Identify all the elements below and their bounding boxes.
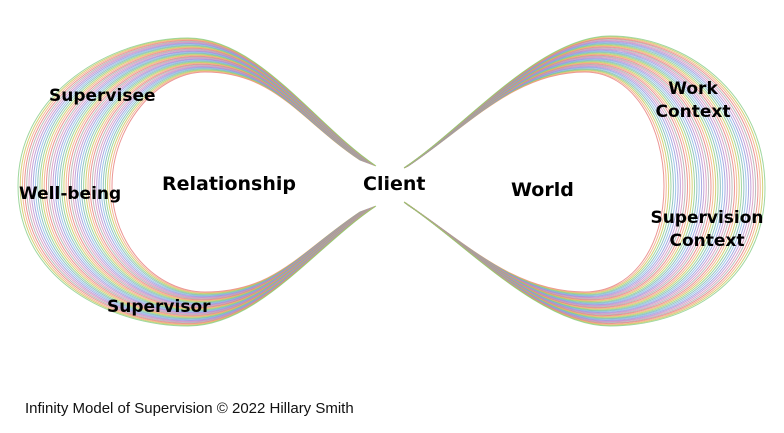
left-loop-stroke (58, 52, 370, 312)
label-supervision-line2: Context (669, 231, 745, 252)
label-work-line2: Context (655, 102, 731, 123)
left-loop-stroke (65, 54, 369, 310)
label-supervision-context: Supervision Context (650, 208, 764, 252)
left-loop-stroke (67, 55, 368, 309)
label-supervision-line1: Supervision (650, 208, 764, 228)
left-loop-stroke (78, 59, 366, 305)
label-work-context: Work Context (649, 79, 737, 123)
left-loop-stroke (87, 62, 365, 302)
left-loop-stroke (69, 56, 368, 308)
label-world: World (511, 179, 574, 201)
label-supervisee: Supervisee (49, 86, 156, 106)
left-loop-stroke (89, 63, 364, 301)
left-loop-stroke (28, 41, 375, 323)
left-loop-stroke (83, 61, 366, 303)
left-loop-stroke (74, 58, 367, 306)
left-loop-stroke (24, 39, 376, 325)
label-work-line1: Work (668, 79, 718, 99)
label-wellbeing: Well-being (19, 184, 122, 204)
left-loop-stroke (80, 60, 366, 304)
left-loop-stroke (19, 38, 376, 326)
label-supervisor: Supervisor (107, 297, 211, 317)
left-loop-stroke (63, 54, 369, 310)
label-relationship: Relationship (162, 173, 296, 195)
label-client: Client (363, 173, 426, 195)
left-loop-stroke (17, 37, 377, 327)
right-loop-stroke (403, 35, 766, 327)
left-loop-stroke (85, 61, 365, 303)
left-loop-stroke (72, 57, 367, 307)
left-loop (17, 37, 377, 327)
left-loop-stroke (61, 53, 369, 311)
caption: Infinity Model of Supervision © 2022 Hil… (25, 400, 354, 417)
right-loop (403, 35, 766, 327)
